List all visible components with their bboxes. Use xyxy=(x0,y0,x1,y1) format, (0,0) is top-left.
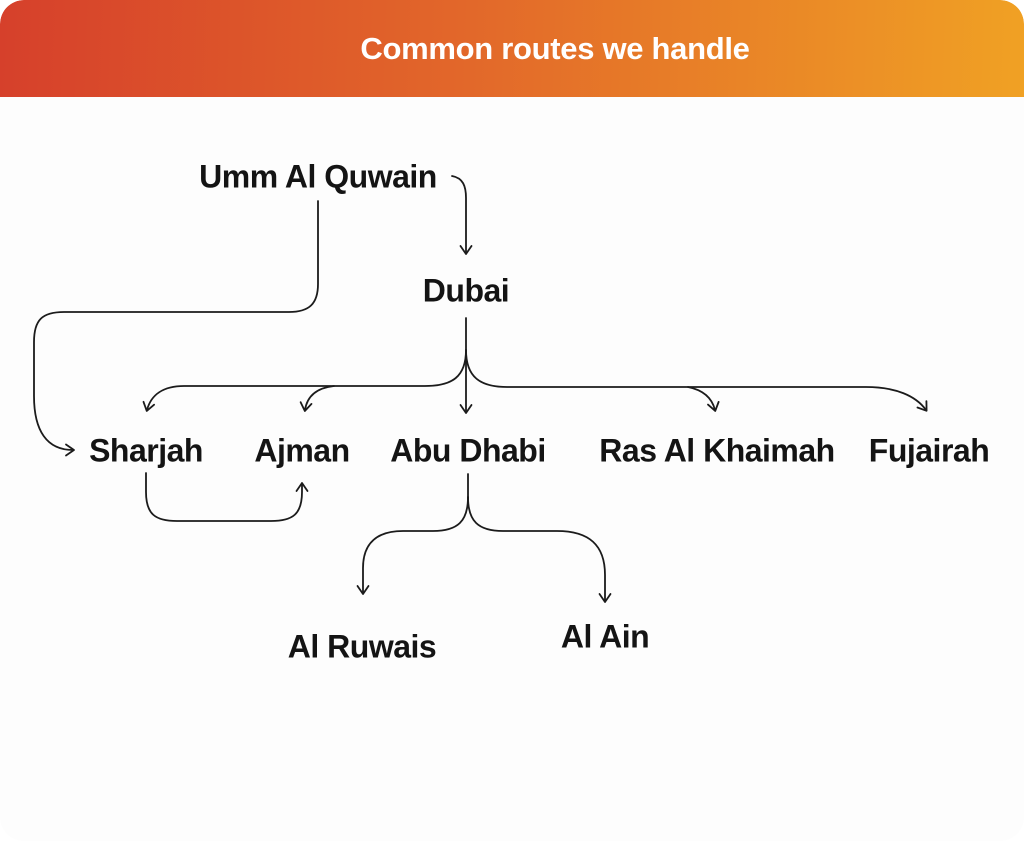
node-ajman: Ajman xyxy=(254,432,350,469)
edge-dubai-sharjah xyxy=(142,349,467,412)
edge-dubai-fujairah xyxy=(465,349,928,412)
edge-abu-dhabi-al-ruwais xyxy=(356,496,469,595)
edge-umm-al-quwain-dubai xyxy=(451,175,473,255)
edge-sharjah-ajman xyxy=(145,472,309,522)
edge-dubai-ajman xyxy=(299,385,335,412)
node-ras-al-khaimah: Ras Al Khaimah xyxy=(599,432,835,469)
edge-abu-dhabi-al-ain xyxy=(467,496,612,603)
node-abu-dhabi: Abu Dhabi xyxy=(390,432,546,469)
header: Common routes we handle xyxy=(0,0,1024,97)
node-dubai: Dubai xyxy=(422,272,510,309)
node-fujairah: Fujairah xyxy=(868,432,990,469)
edge-umm-al-quwain-sharjah xyxy=(33,200,319,457)
node-umm-al-quwain: Umm Al Quwain xyxy=(199,158,437,195)
node-al-ain: Al Ain xyxy=(560,618,650,655)
node-al-ruwais: Al Ruwais xyxy=(287,628,437,665)
page-title: Common routes we handle xyxy=(360,30,750,66)
edge-dubai-ras-al-khaimah xyxy=(687,386,720,412)
node-sharjah: Sharjah xyxy=(89,432,203,469)
